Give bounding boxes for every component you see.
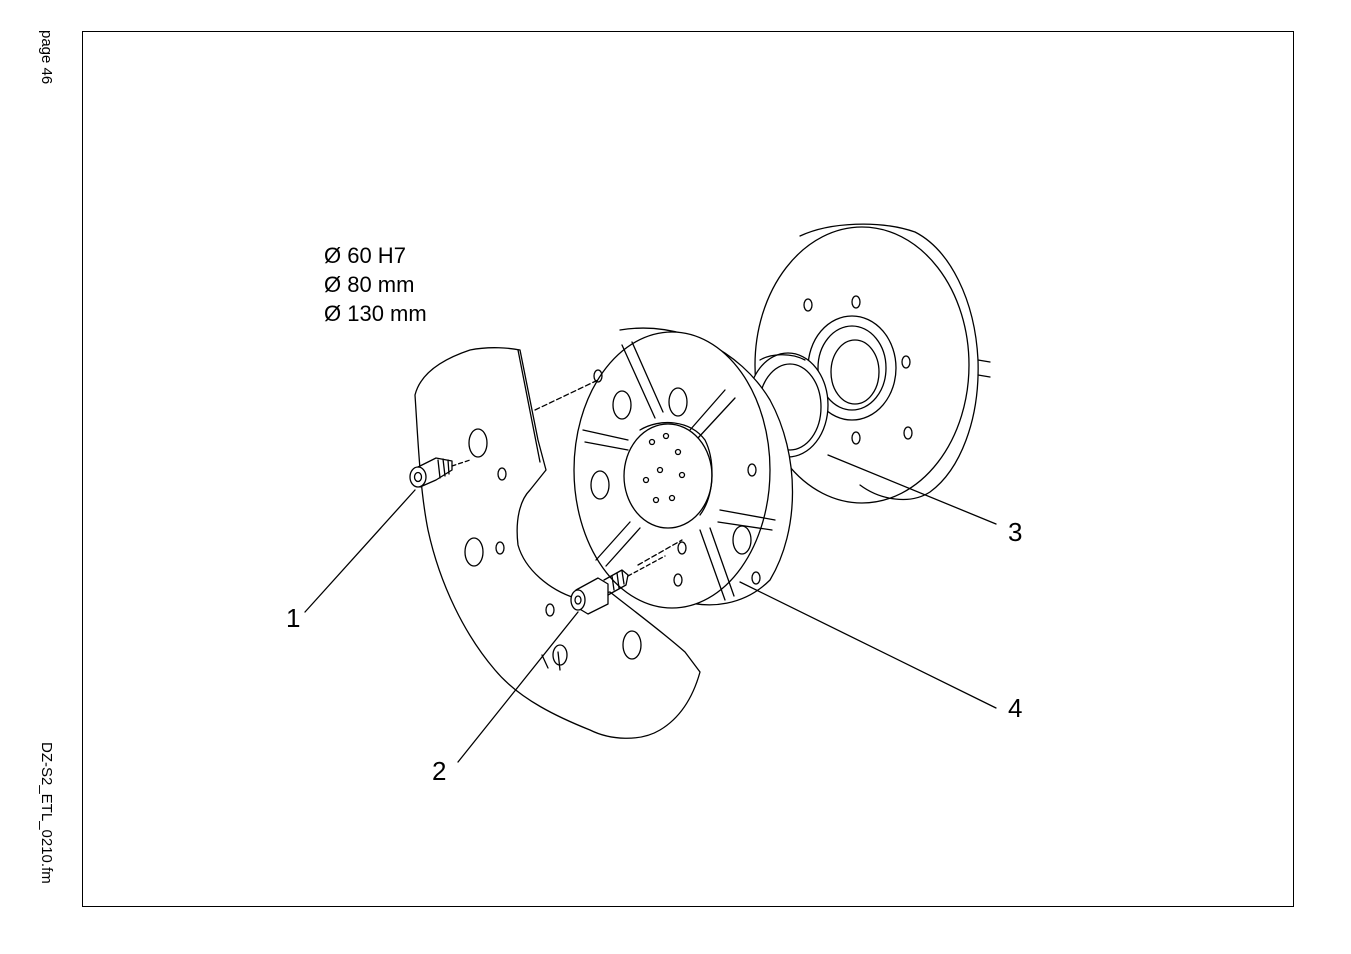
callout-2: 2 <box>432 756 446 787</box>
diameter-130-spec: Ø 130 mm <box>324 299 427 328</box>
callout-1: 1 <box>286 603 300 634</box>
bore-tolerance-spec: Ø 60 H7 <box>324 241 406 270</box>
leader-line-1 <box>305 490 415 612</box>
diameter-80-spec: Ø 80 mm <box>324 270 414 299</box>
callout-4: 4 <box>1008 693 1022 724</box>
callout-3: 3 <box>1008 517 1022 548</box>
leader-line-4 <box>740 582 996 708</box>
